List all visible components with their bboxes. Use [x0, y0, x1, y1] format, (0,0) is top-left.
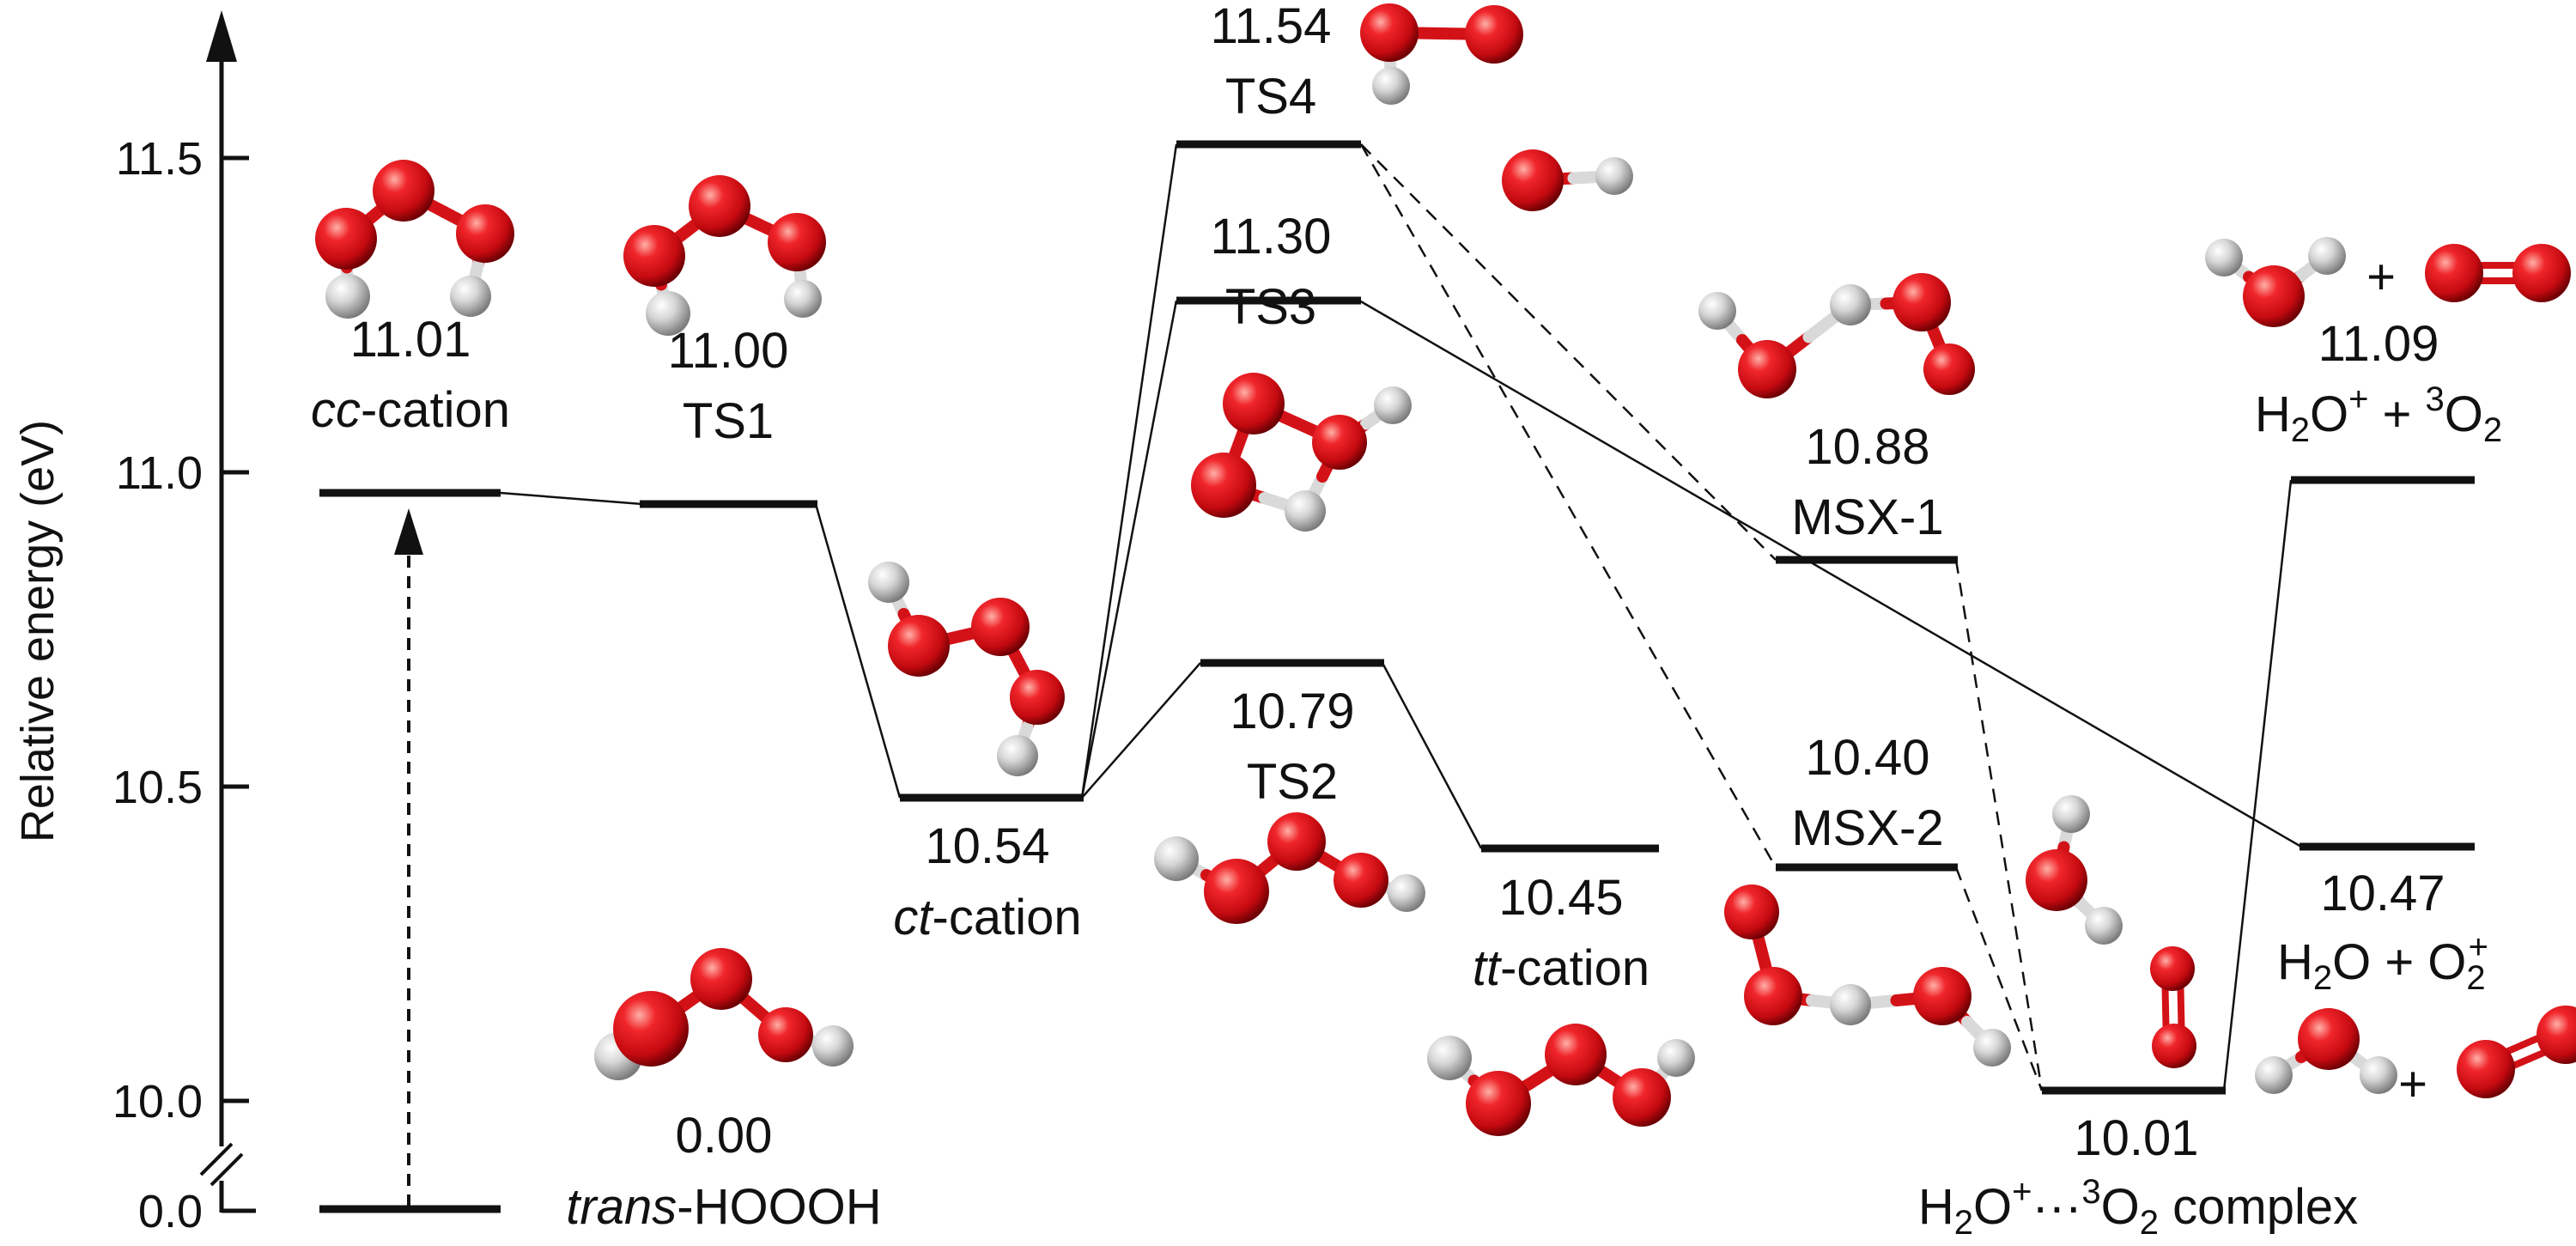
- y-tick-label: 10.5: [112, 762, 203, 813]
- connector-ts1-ct: [814, 503, 902, 799]
- energy-h2o-o2plus: 10.47: [2320, 866, 2445, 921]
- y-tick-label: 0.0: [138, 1186, 203, 1237]
- molecule-o2-bottom: [2457, 1006, 2576, 1098]
- name-msx-1: MSX-1: [1791, 489, 1943, 545]
- y-axis-ticks: 11.5 11.0 10.5 10.0 0.0: [112, 133, 249, 1237]
- molecule-h2o-top: [2205, 237, 2346, 327]
- molecule-ct-cation: [868, 562, 1065, 776]
- connector-cc-ts1: [500, 491, 643, 506]
- energy-trans-hoooh: 0.00: [676, 1108, 773, 1164]
- dashed-ts4-msx1: [1360, 143, 1777, 561]
- connector-ct-ts4: [1080, 143, 1178, 799]
- energy-ct-cation: 10.54: [925, 818, 1049, 874]
- energy-h2o-plus-3o2: 11.09: [2318, 316, 2439, 372]
- energy-complex: 10.01: [2074, 1110, 2198, 1166]
- molecule-ts1: [623, 175, 826, 336]
- molecule-msx-2: [1724, 884, 2011, 1067]
- molecule-structures: [315, 3, 2576, 1136]
- molecule-ts4-o2: [1360, 3, 1523, 105]
- name-trans-hoooh: trans-HOOOH: [566, 1179, 881, 1235]
- energy-ts3: 11.30: [1211, 209, 1332, 264]
- molecule-tt-cation: [1427, 1024, 1695, 1136]
- energy-cc-cation: 11.01: [350, 312, 471, 368]
- energy-ts1: 11.00: [668, 323, 789, 379]
- excitation-arrowhead: [394, 508, 423, 555]
- energy-msx-2: 10.40: [1805, 730, 1929, 786]
- axis-break-marks: [199, 1142, 244, 1187]
- energy-ts2: 10.79: [1230, 684, 1354, 739]
- name-h2o-plus-3o2: H2O+ + 3O2: [2255, 380, 2502, 449]
- connector-ct-ts3: [1080, 300, 1178, 799]
- connector-ts2-tt: [1381, 662, 1483, 849]
- molecule-complex-o2: [2150, 946, 2196, 1068]
- energy-tt-cation: 10.45: [1498, 870, 1623, 926]
- molecule-ts3: [1191, 373, 1412, 532]
- name-ct-cation: ct-cation: [893, 890, 1081, 945]
- energy-msx-1: 10.88: [1805, 419, 1929, 475]
- y-tick-label: 11.5: [116, 133, 203, 185]
- y-axis-arrowhead: [206, 10, 237, 62]
- plus-sign-top-products: +: [2366, 249, 2396, 305]
- y-tick-label: 11.0: [116, 447, 203, 499]
- energy-ts4: 11.54: [1211, 0, 1332, 54]
- state-labels: 0.00 trans-HOOOH 11.01 cc-cation 11.00 T…: [311, 0, 2502, 1242]
- connector-ts3-products: [1358, 299, 2302, 848]
- dashed-msx1-complex: [1954, 559, 2044, 1091]
- name-msx-2: MSX-2: [1791, 800, 1943, 856]
- molecule-h2o-bottom: [2255, 1008, 2397, 1094]
- plus-sign-bottom-products: +: [2398, 1056, 2427, 1112]
- molecule-trans-hoooh: [594, 948, 854, 1080]
- connector-complex-products: [2222, 479, 2293, 1091]
- name-cc-cation: cc-cation: [311, 382, 510, 438]
- name-h2o-o2plus: H2O + O2+: [2277, 928, 2488, 997]
- connector-ct-ts2: [1081, 662, 1201, 799]
- name-ts4: TS4: [1225, 69, 1316, 125]
- name-complex: H2O+···3O2 complex: [1918, 1173, 2358, 1242]
- energy-levels: [319, 140, 2475, 1213]
- connector-lines: [407, 143, 2302, 1206]
- y-axis: 11.5 11.0 10.5 10.0 0.0 Relative energy (eV): [12, 10, 256, 1237]
- molecule-complex-water: [2026, 795, 2123, 945]
- dashed-msx2-complex: [1954, 866, 2044, 1091]
- molecule-cc-cation: [315, 160, 514, 319]
- name-ts1: TS1: [683, 393, 774, 449]
- molecule-msx-1: [1698, 273, 1975, 398]
- y-tick-label: 10.0: [112, 1076, 203, 1127]
- molecule-ts4-oh: [1502, 149, 1633, 211]
- y-axis-label: Relative energy (eV): [12, 420, 64, 842]
- molecule-o2-top: [2425, 244, 2571, 302]
- molecule-ts2: [1154, 812, 1425, 924]
- name-tt-cation: tt-cation: [1473, 940, 1649, 996]
- name-ts3: TS3: [1225, 279, 1316, 335]
- name-ts2: TS2: [1247, 754, 1338, 810]
